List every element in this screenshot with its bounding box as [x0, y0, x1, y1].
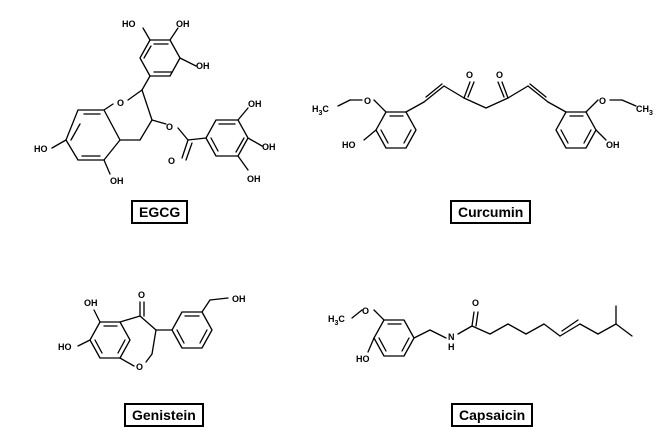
capsaicin-label-1: H3C [328, 314, 345, 327]
curcumin-label-3: O [364, 96, 371, 106]
capsaicin-atom-labels: O H3C O N H HO [328, 298, 479, 364]
egcg-atom-labels: HO OH OH O O OH OH OH HO OH O [34, 19, 276, 186]
egcg-name-label: EGCG [131, 200, 189, 224]
capsaicin-label-4: H [448, 342, 455, 352]
curcumin-structure [337, 81, 637, 149]
genistein-label-2: OH [232, 294, 246, 304]
genistein-label-1: O [138, 290, 145, 300]
egcg-label-5: OH [248, 99, 262, 109]
curcumin-label-4: O [599, 96, 606, 106]
genistein-name-label: Genistein [124, 403, 204, 427]
curcumin-label-1: O [496, 70, 503, 80]
egcg-label-8: HO [34, 144, 48, 154]
capsaicin-structure [351, 305, 633, 357]
genistein-label-3: HO [58, 342, 72, 352]
curcumin-name-label: Curcumin [450, 200, 532, 224]
egcg-label-7: OH [247, 174, 261, 184]
capsaicin-label-5: HO [356, 354, 370, 364]
genistein-label-0: OH [84, 298, 98, 308]
genistein-label-4: O [136, 362, 143, 372]
genistein-atom-labels: OH O OH HO O [58, 290, 246, 372]
curcumin-label-5: CH3 [636, 104, 653, 117]
capsaicin-label-3: N [448, 332, 455, 342]
curcumin-label-2: H3C [312, 104, 329, 117]
curcumin-atom-labels: O O H3C O O CH3 HO OH [312, 70, 653, 150]
egcg-label-9: OH [110, 176, 124, 186]
capsaicin-name-label: Capsaicin [451, 403, 534, 427]
curcumin-label-0: O [466, 70, 473, 80]
egcg-structure [51, 27, 263, 175]
capsaicin-label-0: O [472, 298, 479, 308]
egcg-label-2: OH [196, 61, 210, 71]
egcg-label-6: OH [262, 142, 276, 152]
egcg-label-10: O [168, 156, 175, 166]
curcumin-label-7: OH [606, 140, 620, 150]
capsaicin-label-2: O [362, 306, 369, 316]
genistein-structure [77, 297, 229, 367]
curcumin-label-6: HO [342, 140, 356, 150]
egcg-label-4: O [166, 122, 173, 132]
egcg-label-1: OH [176, 19, 190, 29]
egcg-label-0: HO [122, 19, 136, 29]
egcg-label-3: O [117, 98, 124, 108]
